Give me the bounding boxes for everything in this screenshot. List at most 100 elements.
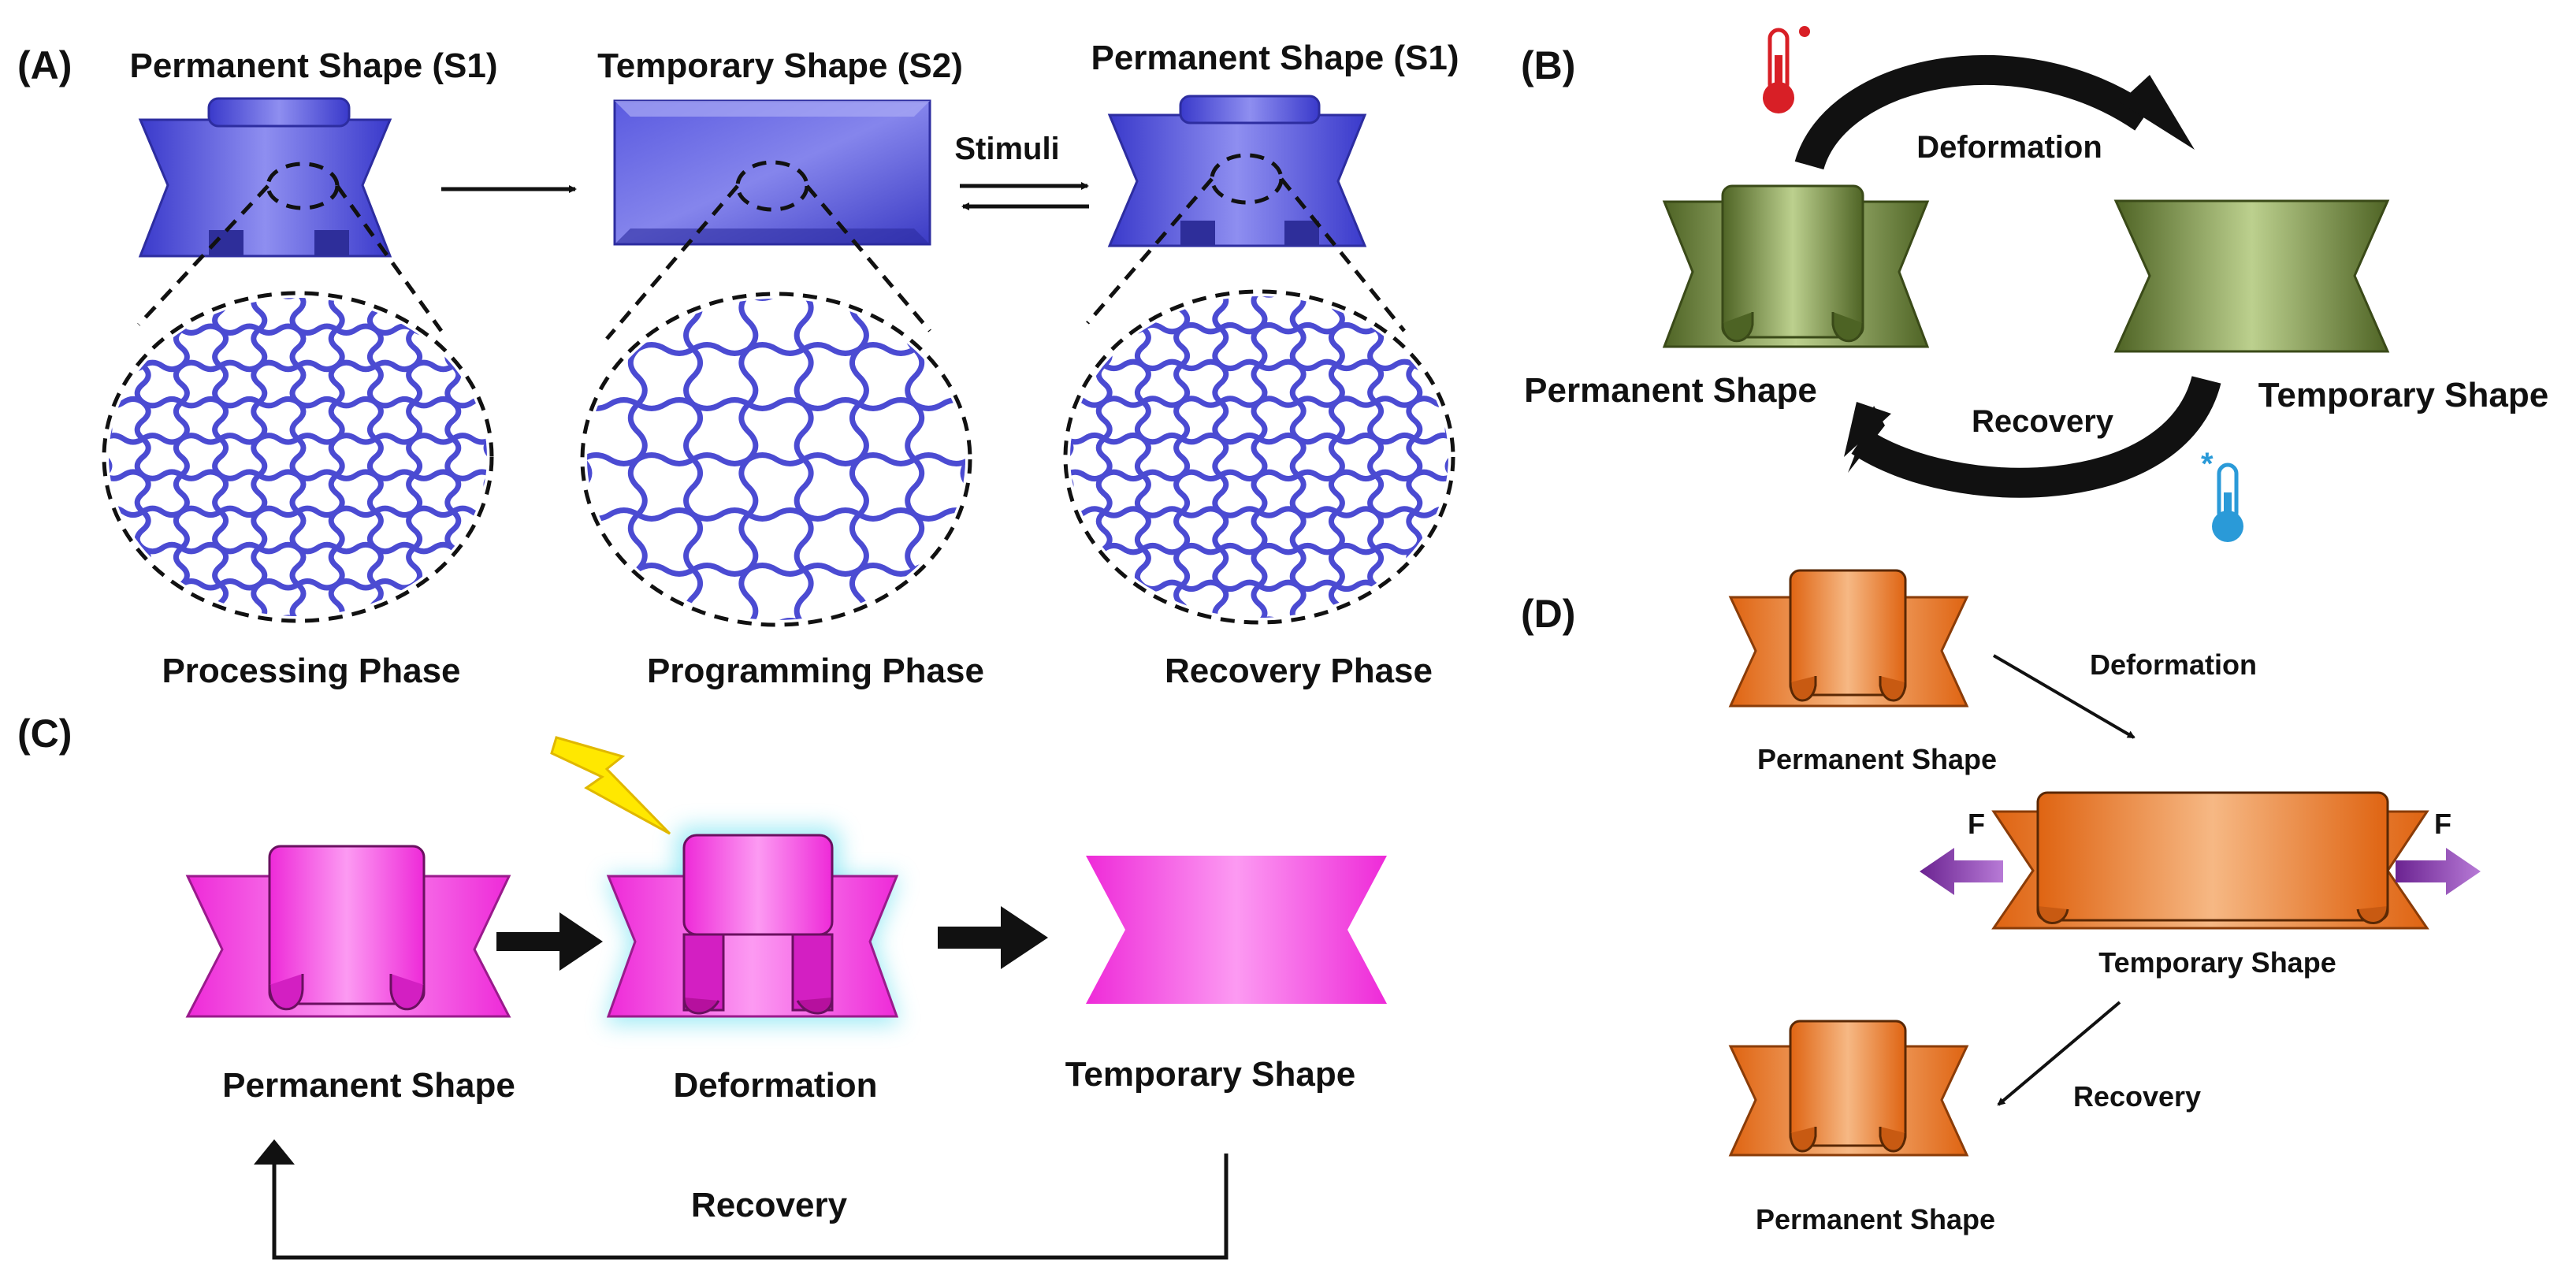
polymer-chain xyxy=(212,298,229,616)
d-temporary-label: Temporary Shape xyxy=(2098,946,2336,979)
polymer-chain xyxy=(1070,359,1448,372)
polymer-chain xyxy=(1070,396,1448,408)
polymer-chain xyxy=(1070,506,1448,518)
polymer-chain xyxy=(1070,542,1448,555)
arrowhead xyxy=(2120,75,2195,150)
polymer-chain xyxy=(444,298,462,616)
polymer-chain xyxy=(1070,296,1448,298)
zoom-line xyxy=(1086,177,1214,325)
network-programming xyxy=(580,292,972,627)
panel-a-label: (A) xyxy=(17,43,72,87)
c-recovery-arrow xyxy=(272,1154,1229,1260)
panel-a: (A) Permanent Shape (S1) Temporary Shape… xyxy=(17,39,1459,690)
polymer-chain xyxy=(109,541,487,555)
polymer-chain xyxy=(1070,296,1074,618)
shape-1-title: Permanent Shape (S1) xyxy=(129,46,497,85)
polymer-chain xyxy=(109,298,487,299)
thermometer-hot-icon xyxy=(1763,26,1810,113)
polymer-chain xyxy=(109,323,487,336)
force-arrow-right xyxy=(2396,848,2481,895)
d-recovery-arrow xyxy=(1997,1001,2121,1106)
panel-d-label: (D) xyxy=(1521,592,1575,636)
panel-d: (D) Permanent Shape Deformation F F Temp… xyxy=(1521,569,2481,1235)
polymer-chain xyxy=(587,618,965,620)
d-deformation-arrow xyxy=(1992,654,2136,739)
zoom-line xyxy=(335,184,444,333)
force-label-left: F xyxy=(1968,808,1985,840)
d-permanent-top-label: Permanent Shape xyxy=(1757,743,1997,775)
panel-c-label: (C) xyxy=(17,711,72,756)
b-permanent-shape xyxy=(1662,184,1930,348)
c-temporary-shape xyxy=(1086,856,1387,1004)
d-temporary-shape xyxy=(1991,791,2429,930)
polymer-chain xyxy=(1328,296,1345,618)
panel-b-label: (B) xyxy=(1521,43,1575,87)
c-temporary-label: Temporary Shape xyxy=(1065,1055,1355,1094)
polymer-chain xyxy=(587,507,965,522)
b-permanent-label: Permanent Shape xyxy=(1524,371,1817,410)
b-deformation-label: Deformation xyxy=(1916,130,2102,165)
polymer-chain xyxy=(109,433,487,445)
phase-label-programming: Programming Phase xyxy=(647,652,984,690)
polymer-chain xyxy=(173,298,190,616)
d-permanent-shape-bottom xyxy=(1728,1020,1969,1157)
zoom-line xyxy=(605,184,739,340)
polymer-chain xyxy=(1070,432,1448,445)
polymer-chain xyxy=(1289,296,1307,618)
polymer-chain xyxy=(109,469,487,481)
polymer-chain xyxy=(587,397,965,411)
zoom-line xyxy=(805,184,931,333)
shape-3-title: Permanent Shape (S1) xyxy=(1091,39,1459,77)
b-recovery-label: Recovery xyxy=(1972,404,2114,439)
polymer-chain xyxy=(251,298,268,616)
polymer-chain xyxy=(109,578,487,591)
network-recovery xyxy=(1063,289,1455,625)
panel-c: (C) Permanent Shape Deformation Tempo xyxy=(17,711,1387,1260)
polymer-chain xyxy=(109,359,487,373)
polymer-chain xyxy=(109,396,487,409)
c-deformation-shape xyxy=(605,827,900,1024)
b-temporary-label: Temporary Shape xyxy=(2258,376,2548,414)
polymer-chain xyxy=(587,452,965,466)
zoom-line xyxy=(137,184,269,326)
c-permanent-label: Permanent Shape xyxy=(222,1066,515,1105)
deformation-cycle-arrow xyxy=(1794,55,2152,171)
svg-text:*: * xyxy=(2201,447,2214,481)
arrowhead xyxy=(1844,402,1891,457)
polymer-chain xyxy=(1134,296,1151,618)
phase-label-recovery: Recovery Phase xyxy=(1165,652,1433,690)
d-deformation-label: Deformation xyxy=(2090,648,2257,681)
polymer-chain xyxy=(1070,469,1448,482)
b-temporary-shape xyxy=(2113,199,2390,353)
recovery-cycle-arrow xyxy=(1851,375,2221,498)
polymer-chain xyxy=(109,615,487,616)
polymer-chain xyxy=(1212,296,1229,618)
polymer-chain xyxy=(109,298,113,616)
c-recovery-label: Recovery xyxy=(691,1186,848,1224)
polymer-chain xyxy=(1173,296,1191,618)
polymer-chain xyxy=(406,298,423,616)
polymer-chain xyxy=(1367,296,1385,618)
zoom-line xyxy=(1280,177,1406,333)
polymer-chain xyxy=(1406,296,1423,618)
thermometer-cold-icon: * xyxy=(2201,447,2243,542)
phase-label-processing: Processing Phase xyxy=(162,652,460,690)
polymer-chain xyxy=(134,298,151,616)
polymer-chain xyxy=(328,298,345,616)
polymer-chain xyxy=(289,298,307,616)
d-recovery-label: Recovery xyxy=(2073,1080,2201,1113)
polymer-chain xyxy=(1251,296,1268,618)
lightning-icon xyxy=(550,736,671,835)
c-arrow-2 xyxy=(938,906,1048,969)
network-processing xyxy=(102,291,494,623)
polymer-chain xyxy=(109,505,487,518)
c-deformation-label: Deformation xyxy=(673,1066,877,1105)
temporary-shape-s2 xyxy=(613,99,931,246)
d-permanent-shape-top xyxy=(1728,569,1969,708)
shape-2-title: Temporary Shape (S2) xyxy=(597,46,963,85)
force-label-right: F xyxy=(2434,808,2451,840)
c-permanent-shape xyxy=(185,845,511,1018)
force-arrow-left xyxy=(1920,848,2003,895)
polymer-chain xyxy=(1095,296,1113,618)
